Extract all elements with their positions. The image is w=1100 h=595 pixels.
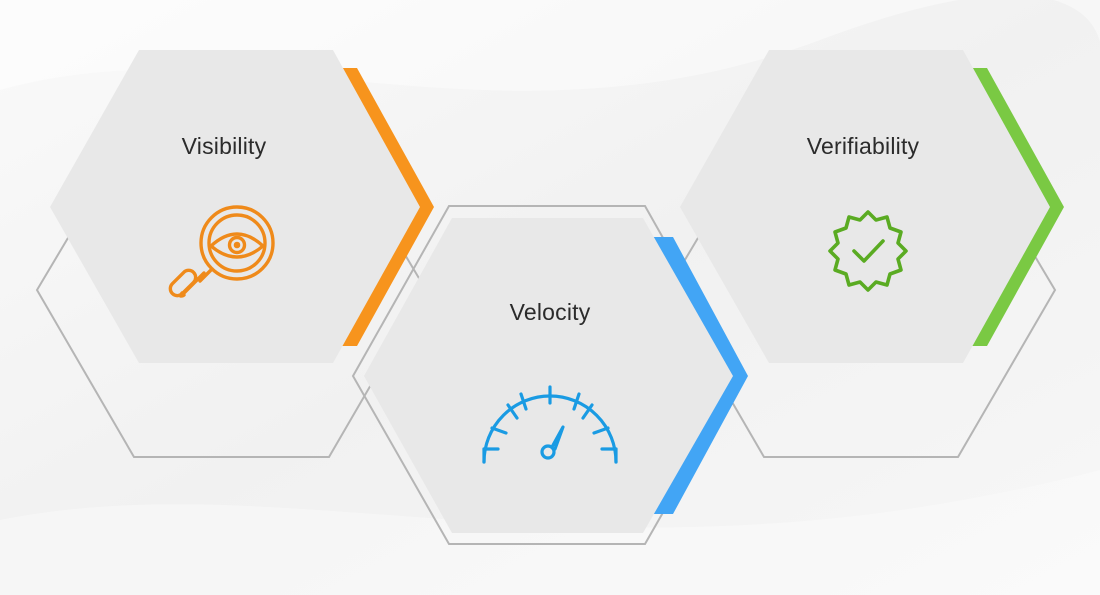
hexagon-velocity [364,218,733,533]
magnifier-eye-icon [168,205,275,298]
verified-badge-icon [828,210,908,292]
hexagon-verifiability [680,50,1050,363]
label-velocity: Velocity [509,299,591,325]
speedometer-icon [482,385,618,464]
label-verifiability: Verifiability [806,133,920,159]
label-visibility: Visibility [181,133,267,159]
